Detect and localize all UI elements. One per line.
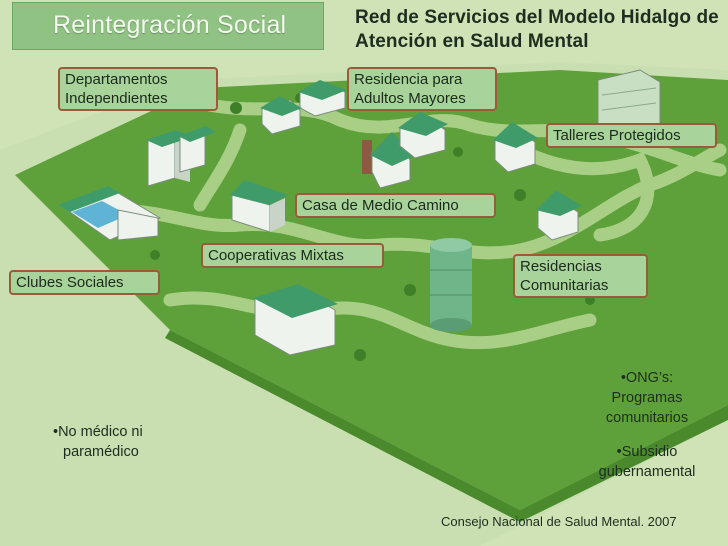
subtitle-line-2: Atención en Salud Mental	[355, 31, 589, 52]
note-ong: •ONG’s: Programas comunitarios	[592, 368, 702, 428]
label-line: Departamentos	[65, 71, 168, 88]
note-no-medico: •No médico ni paramédico	[53, 422, 143, 462]
note-line: Programas	[611, 390, 683, 406]
building-community-residence	[536, 190, 582, 241]
building-workshop	[493, 122, 538, 173]
label-cooperativas-mixtas: Cooperativas Mixtas	[201, 243, 384, 268]
building-south-block	[253, 284, 338, 356]
building-cooperative	[230, 180, 288, 233]
path-south	[163, 291, 597, 350]
building-apartments	[146, 126, 216, 187]
label-departamentos-independientes: Departamentos Independientes	[58, 67, 218, 111]
section-title: Reintegración Social	[12, 2, 324, 50]
building-north-row	[260, 80, 347, 135]
label-line: Adultos Mayores	[354, 90, 466, 107]
subtitle-line-1: Red de Servicios del Modelo Hidalgo de	[355, 7, 719, 28]
note-line: •Subsidio	[616, 444, 678, 460]
field-shadow	[165, 330, 728, 522]
label-line: Residencias	[520, 258, 602, 275]
note-subsidio: •Subsidio gubernamental	[587, 442, 707, 482]
note-line: gubernamental	[598, 464, 696, 480]
source-credit: Consejo Nacional de Salud Mental. 2007	[441, 514, 677, 529]
note-line: •No médico ni	[53, 424, 143, 440]
building-elderly-residence	[398, 112, 448, 159]
label-line: Residencia para	[354, 71, 463, 88]
label-residencia-adultos-mayores: Residencia para Adultos Mayores	[347, 67, 497, 111]
green-field	[15, 70, 728, 510]
diagram-subtitle: Red de Servicios del Modelo Hidalgo de A…	[355, 6, 725, 54]
note-line: •ONG’s:	[620, 370, 674, 386]
path-loop	[513, 143, 655, 242]
label-line: Comunitarias	[520, 277, 609, 294]
label-residencias-comunitarias: Residencias Comunitarias	[513, 254, 648, 298]
building-halfway-house	[362, 132, 414, 189]
label-clubes-sociales: Clubes Sociales	[9, 270, 160, 295]
building-tower-cylinder	[430, 238, 472, 332]
note-line: comunitarios	[605, 410, 689, 426]
label-talleres-protegidos: Talleres Protegidos	[546, 123, 717, 148]
note-line: paramédico	[63, 444, 139, 460]
label-line: Independientes	[65, 90, 168, 107]
path-west	[193, 123, 247, 212]
label-casa-medio-camino: Casa de Medio Camino	[295, 193, 496, 218]
building-pool-complex	[58, 186, 162, 241]
